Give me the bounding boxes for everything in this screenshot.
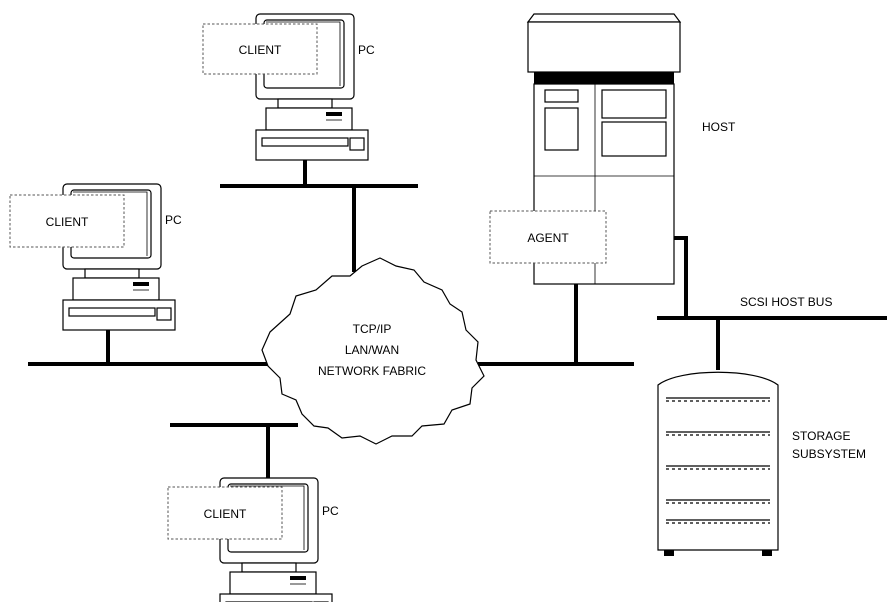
storage-label-line2: SUBSYSTEM [792, 447, 866, 461]
network-cloud: TCP/IP LAN/WAN NETWORK FABRIC [262, 258, 484, 444]
client-label-left: CLIENT [46, 215, 89, 229]
network-label-line1: TCP/IP [353, 322, 392, 336]
pc-label-left: PC [165, 213, 182, 227]
bottom-pc-bus [170, 425, 298, 478]
network-label-line3: NETWORK FABRIC [318, 364, 426, 378]
scsi-host-bus-label: SCSI HOST BUS [740, 295, 832, 309]
host-label: HOST [702, 120, 736, 134]
network-label-line2: LAN/WAN [345, 343, 399, 357]
storage-label-line1: STORAGE [792, 429, 850, 443]
client-label-top: CLIENT [239, 43, 282, 57]
pc-left: CLIENT PC [10, 184, 182, 330]
pc-bottom: CLIENT PC [168, 478, 339, 602]
agent-label: AGENT [527, 231, 569, 245]
storage-subsystem: STORAGE SUBSYSTEM [658, 372, 866, 556]
pc-label-bottom: PC [322, 504, 339, 518]
client-label-bottom: CLIENT [204, 507, 247, 521]
top-pc-bus [220, 146, 418, 272]
pc-top: CLIENT PC [203, 14, 375, 160]
pc-label-top: PC [358, 43, 375, 57]
scsi-host-bus [657, 318, 887, 370]
agent-box: AGENT [490, 211, 606, 263]
